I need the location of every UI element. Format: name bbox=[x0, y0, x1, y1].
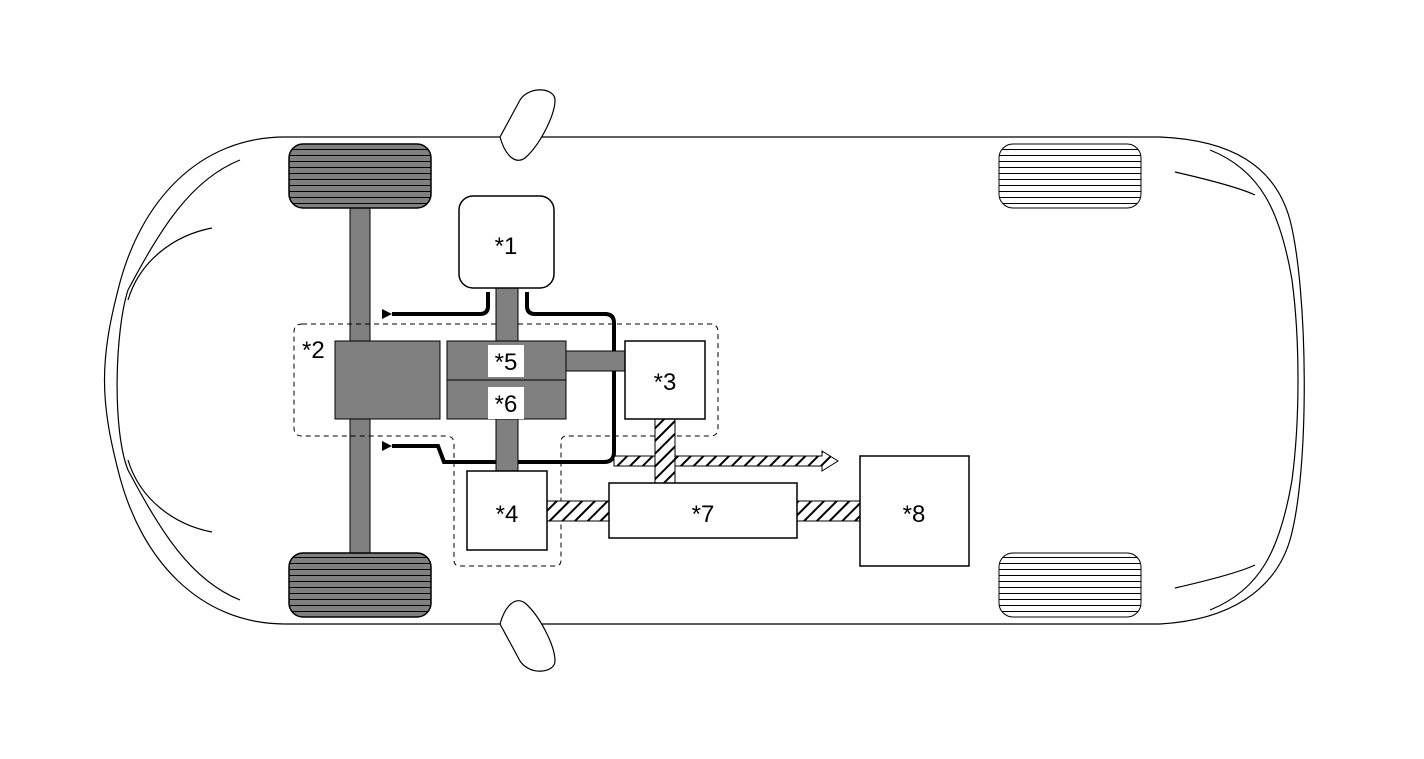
rear-right-wheel bbox=[998, 552, 1142, 618]
hatched-link-4-7 bbox=[546, 500, 610, 522]
shaft-gear-to-mg bbox=[495, 418, 519, 472]
front-left-wheel bbox=[288, 143, 432, 209]
hollow-arrow-rear bbox=[613, 450, 839, 472]
car-body bbox=[103, 136, 1305, 625]
component-2-label: *2 bbox=[302, 337, 325, 364]
hatched-link-7-8 bbox=[796, 500, 861, 522]
shaft-engine-to-gear bbox=[495, 287, 519, 342]
shaft-gear-to-inverter bbox=[565, 350, 626, 372]
component-3-label: *3 bbox=[654, 369, 677, 396]
side-mirror-top bbox=[499, 89, 556, 161]
component-4-label: *4 bbox=[496, 501, 519, 528]
front-right-wheel bbox=[288, 552, 432, 618]
rear-left-wheel bbox=[998, 143, 1142, 209]
component-5-label-bg bbox=[488, 345, 524, 377]
component-6-label: *6 bbox=[495, 391, 518, 418]
component-8-box bbox=[859, 455, 970, 567]
component-8-label: *8 bbox=[903, 501, 926, 528]
side-mirror-bottom bbox=[499, 600, 556, 672]
hatched-link-3-7 bbox=[654, 418, 676, 484]
power-flow-loop bbox=[382, 292, 616, 464]
component-2-box bbox=[334, 340, 441, 420]
component-4-box bbox=[466, 470, 548, 551]
component-5-label: *5 bbox=[495, 349, 518, 376]
component-3-box bbox=[624, 340, 706, 420]
component-6-label-bg bbox=[488, 387, 524, 419]
power-flow-front bbox=[382, 292, 490, 319]
component-7-label: *7 bbox=[692, 501, 715, 528]
component-1-box bbox=[458, 195, 555, 289]
component-1-label: *1 bbox=[495, 233, 518, 260]
component-7-box bbox=[608, 482, 798, 539]
